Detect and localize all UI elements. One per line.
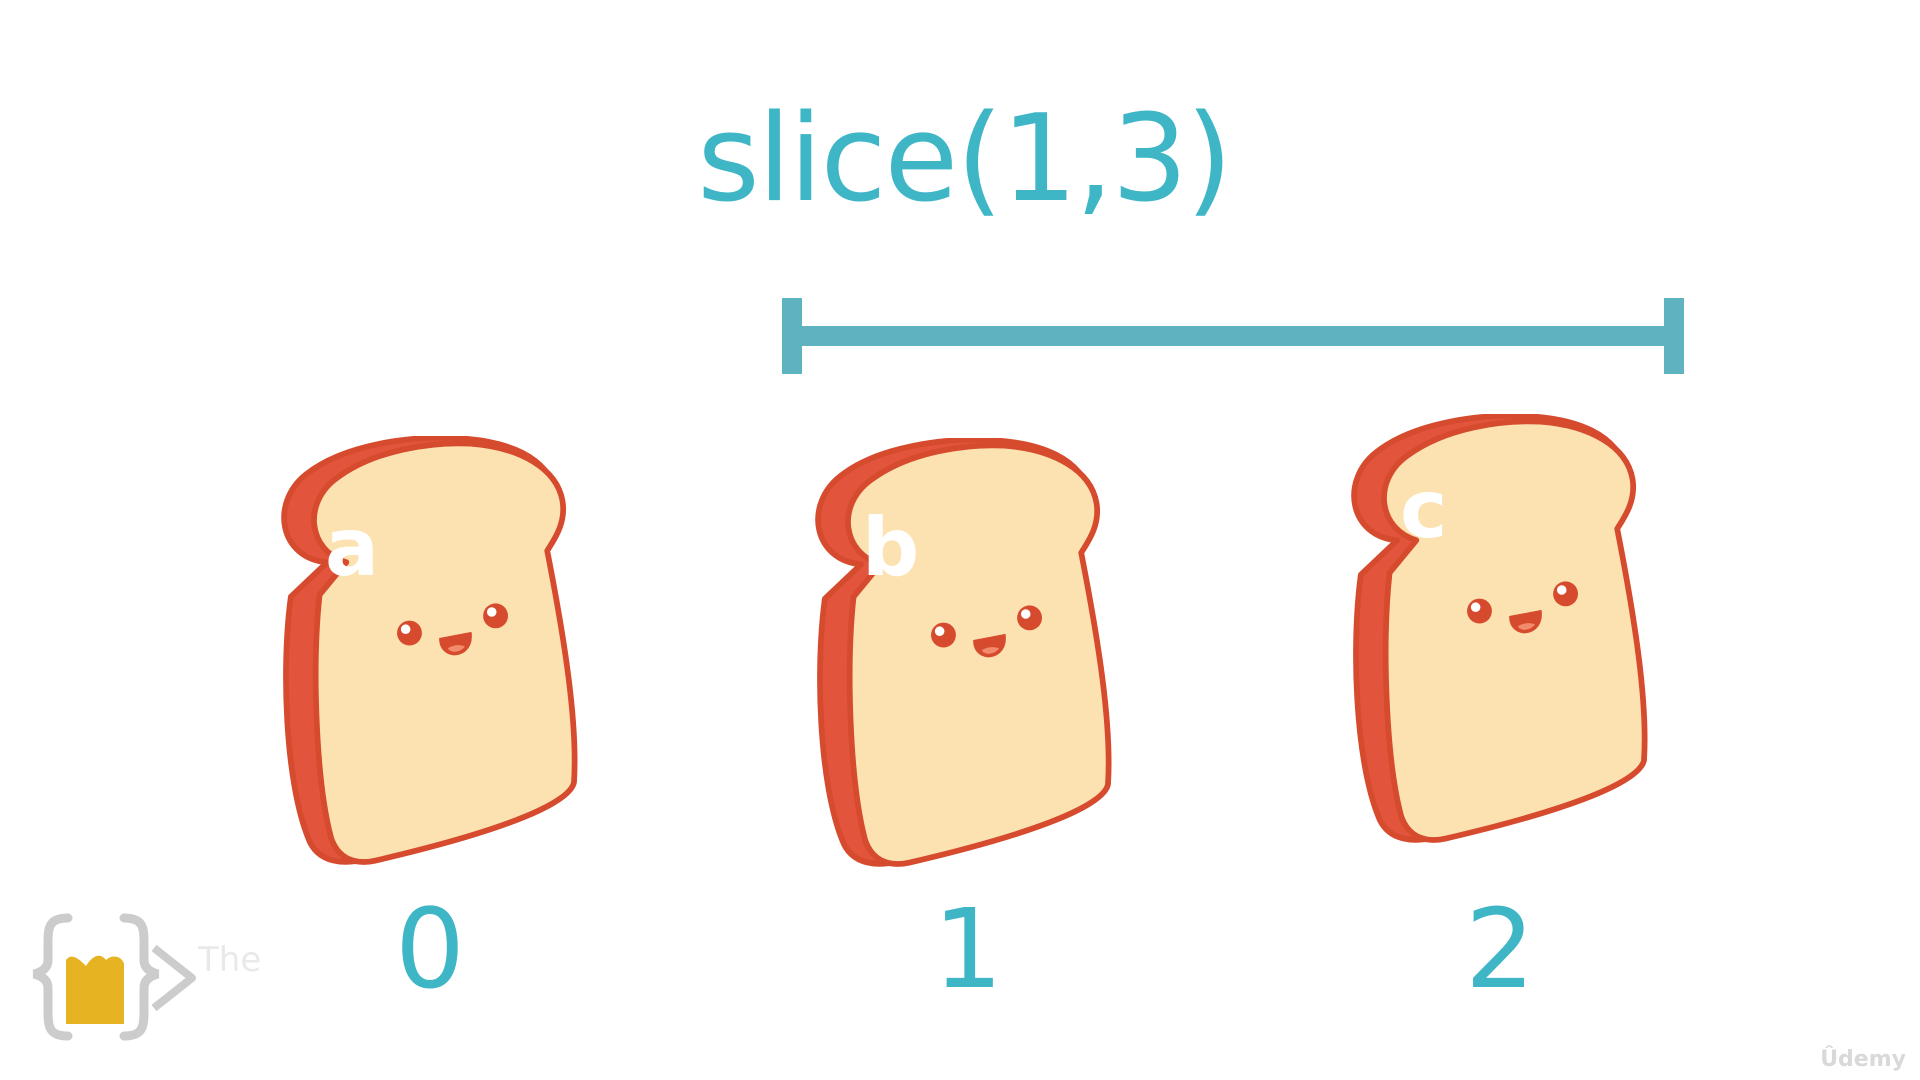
index-2: 2: [1465, 885, 1535, 1013]
bracket-bar: [782, 326, 1684, 346]
logo-text: The: [198, 940, 262, 980]
toast-a: [262, 436, 622, 876]
index-0: 0: [395, 885, 465, 1013]
udemy-watermark: Ûdemy: [1820, 1047, 1906, 1072]
index-1: 1: [933, 885, 1003, 1013]
brand-logo-icon: [32, 913, 196, 1041]
slice-call-title: slice(1,3): [697, 90, 1232, 229]
toast-b: [796, 438, 1156, 878]
toast-label-b: b: [862, 501, 920, 594]
toast-label-c: c: [1400, 463, 1448, 556]
toast-label-a: a: [325, 501, 379, 594]
toast-c: [1332, 414, 1692, 854]
